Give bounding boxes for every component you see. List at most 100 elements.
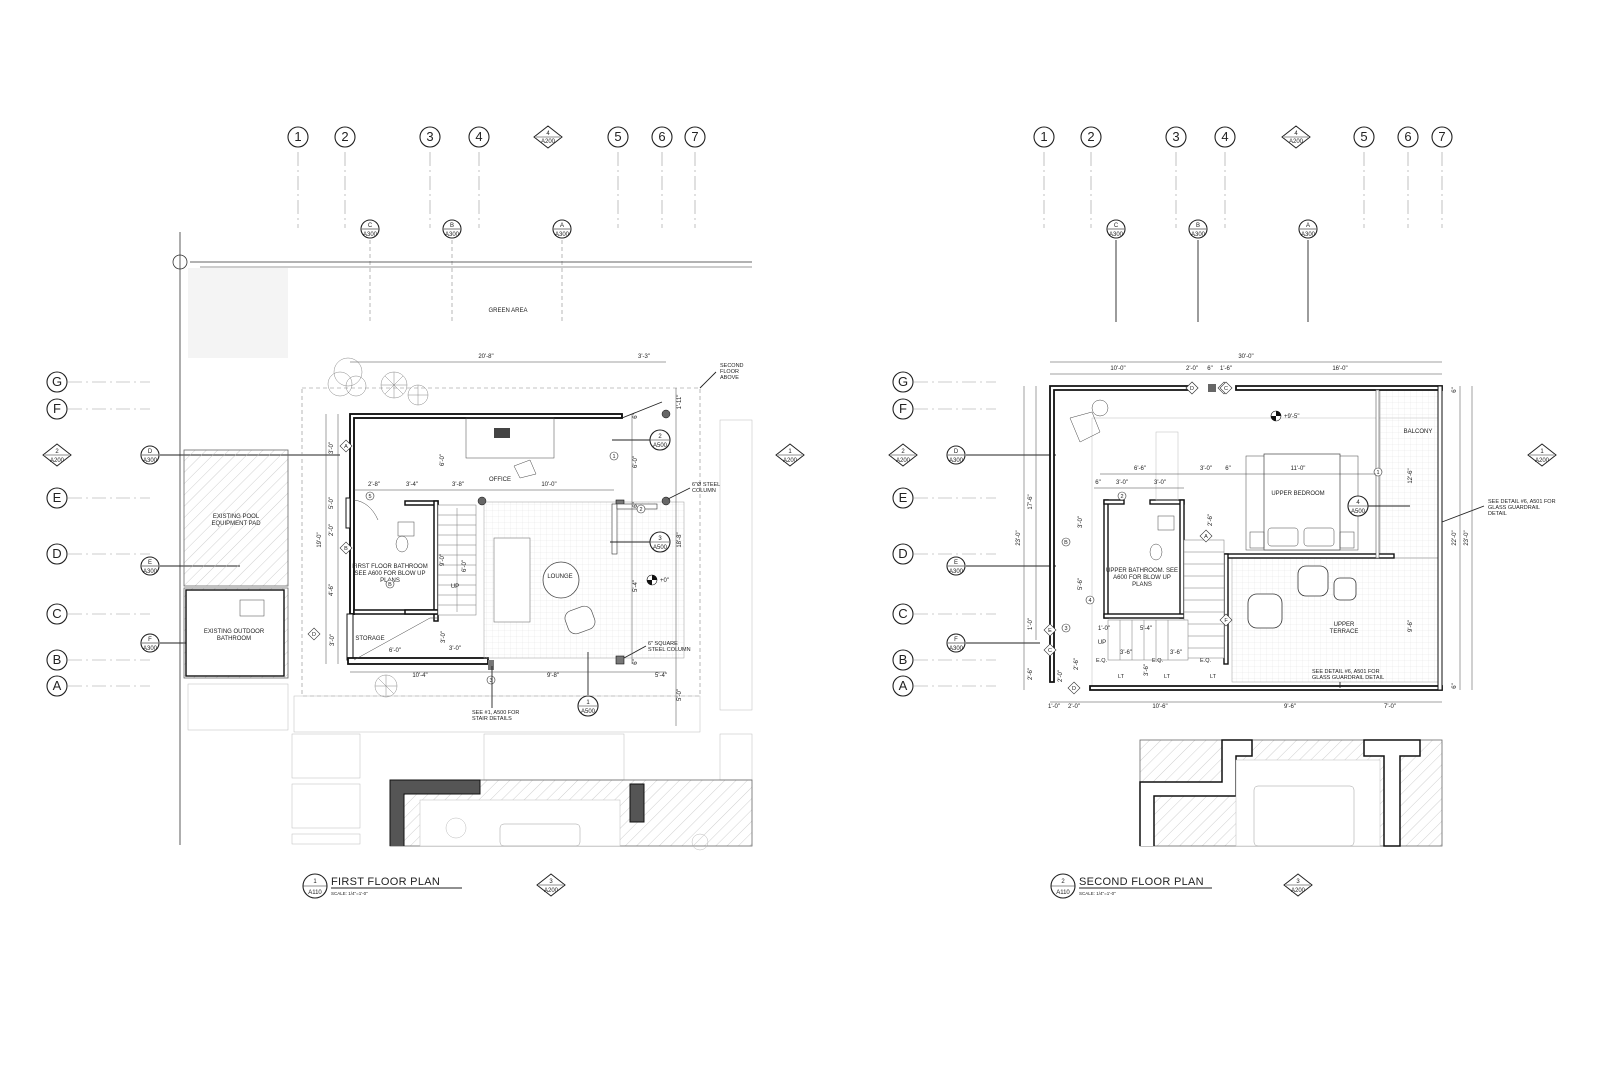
dim-label: 10'-0" — [541, 482, 556, 488]
tag-sheet: A200 — [783, 458, 798, 464]
view-number: 2 — [1061, 879, 1065, 885]
grid-bubble-6: 6 — [651, 126, 673, 228]
grid-bubble-6: 6 — [1397, 126, 1419, 228]
room-label-bathroom: UPPER BATHROOM. SEE — [1106, 568, 1178, 574]
dim-label: 5'-0" — [677, 689, 683, 701]
tag-letter: B — [1196, 223, 1200, 229]
grid-label: C — [898, 606, 907, 621]
tag-letter: E — [148, 560, 152, 566]
tag-number: 1 — [788, 449, 792, 455]
door-tag-label: B — [1064, 540, 1068, 546]
dim-label: 17'-6" — [1028, 494, 1034, 509]
room-label-office: OFFICE — [489, 477, 511, 483]
plan-title: SECOND FLOOR PLAN — [1079, 876, 1204, 888]
tag-sheet: A300 — [1191, 232, 1206, 238]
grid-label: D — [898, 546, 907, 561]
tag-letter: C — [368, 223, 373, 229]
room-label-upper-terrace: TERRACE — [1330, 629, 1359, 635]
plan-title: FIRST FLOOR PLAN — [331, 876, 440, 888]
note-line: COLUMN — [692, 488, 716, 494]
grid-label: F — [899, 401, 907, 416]
tag-sheet: A300 — [555, 232, 570, 238]
grid-bubble-3: 3 — [419, 126, 441, 228]
elevation-tag-west: 2 A200 — [42, 443, 72, 467]
grid-label: A — [899, 678, 908, 693]
dim-label: 3'-6" — [1144, 664, 1150, 676]
grid-row-g: G — [46, 371, 150, 393]
dim-label: 6'-0" — [440, 454, 446, 466]
door-tag: 4 — [1085, 595, 1095, 605]
grid-label: E — [899, 490, 908, 505]
room-label-upper-terrace: UPPER — [1334, 622, 1355, 628]
bathroom-label-2: UPPER BATHROOM. SEE A600 FOR BLOW UP PLA… — [1106, 515, 1178, 588]
door-tag-label: A — [1204, 534, 1208, 540]
dim-label: 23'-0" — [1016, 530, 1022, 545]
dim-label: 2'-6" — [1208, 514, 1214, 526]
door-tag: B — [385, 579, 395, 589]
tag-number: 2 — [55, 449, 59, 455]
door-tag: D — [1067, 681, 1081, 695]
grid-row-b: B — [892, 649, 996, 671]
level-marker: +0" — [646, 574, 669, 586]
grid-label: 7 — [691, 129, 698, 144]
tag-sheet: A300 — [363, 232, 378, 238]
door-tag: D — [1185, 381, 1199, 395]
grid-label: 6 — [1404, 129, 1411, 144]
dim-label: 5'-4" — [655, 673, 667, 679]
section-tag-b: B A300 — [1188, 219, 1208, 322]
row-grid-2: G F E D C B A — [892, 371, 996, 697]
tag-sheet: A200 — [896, 458, 911, 464]
note-line: E.Q. — [1200, 658, 1211, 664]
tag-letter: D — [954, 449, 959, 455]
grid-label: B — [53, 652, 62, 667]
grid-row-d: D — [892, 543, 996, 565]
door-tags: A B B D 1 2 3 5 — [307, 439, 646, 685]
grid-row-e: E — [892, 487, 996, 509]
door-tag-label: F — [1224, 618, 1228, 624]
tag-sheet: A300 — [949, 646, 964, 652]
tag-sheet: A300 — [143, 569, 158, 575]
pool-equipment-pad — [183, 449, 289, 587]
stair — [437, 504, 477, 616]
planting — [327, 357, 429, 698]
door-tag: 5 — [365, 491, 375, 501]
note-line: 6"Ø STEEL — [692, 482, 720, 488]
dim-label: 18'-8" — [677, 532, 683, 547]
note-line: SEE DETAIL #6, A501 FOR — [1488, 499, 1556, 505]
door-tag-label: A — [344, 444, 348, 450]
view-sheet: A110 — [308, 890, 322, 896]
dim-label: 9'-8" — [547, 673, 559, 679]
dim-label: 4'-6" — [329, 584, 335, 596]
dim-label: 6" — [1452, 387, 1458, 392]
door-tags-2: A B C C D D E F 1 2 3 4 — [1043, 381, 1383, 695]
level-marker-2: +9'-5" — [1270, 410, 1299, 422]
dimensions-2: 30'-0" 10'-0" 2'-0" 6" 1'-6" 16'-0" 6'-6… — [1016, 354, 1473, 710]
room-label-bathroom: FIRST FLOOR BATHROOM — [352, 564, 427, 570]
room-label: EQUIPMENT PAD — [211, 521, 261, 527]
door-tag: B — [339, 541, 353, 555]
tag-letter: C — [1114, 223, 1119, 229]
tag-sheet: A300 — [143, 646, 158, 652]
dim-label: 2'-0" — [329, 524, 335, 536]
tag-letter: A — [1306, 223, 1310, 229]
tag-sheet: A500 — [1351, 509, 1366, 515]
door-tag-label: 2 — [639, 507, 642, 513]
dim-label: 10'-0" — [1110, 366, 1125, 372]
dim-label: 7'-0" — [1384, 704, 1396, 710]
tag-letter: B — [450, 223, 454, 229]
note-line: STAIR DETAILS — [472, 716, 512, 722]
plan-title-block: 1 A110 FIRST FLOOR PLAN SCALE: 1/4"=1'-0… — [302, 873, 566, 899]
grid-row-a: A — [46, 675, 150, 697]
grid-row-c: C — [892, 603, 996, 625]
tag-sheet: A200 — [1291, 888, 1306, 894]
door-tag-label: 1 — [1376, 470, 1379, 476]
tag-sheet: A300 — [1301, 232, 1316, 238]
dim-label: 2'-8" — [368, 482, 380, 488]
detail-tag-4: 4 A500 — [1347, 495, 1410, 517]
door-tag: 3 — [1061, 623, 1071, 633]
dim-label: 5'-4" — [633, 580, 639, 592]
room-label: EXISTING POOL — [213, 514, 260, 520]
